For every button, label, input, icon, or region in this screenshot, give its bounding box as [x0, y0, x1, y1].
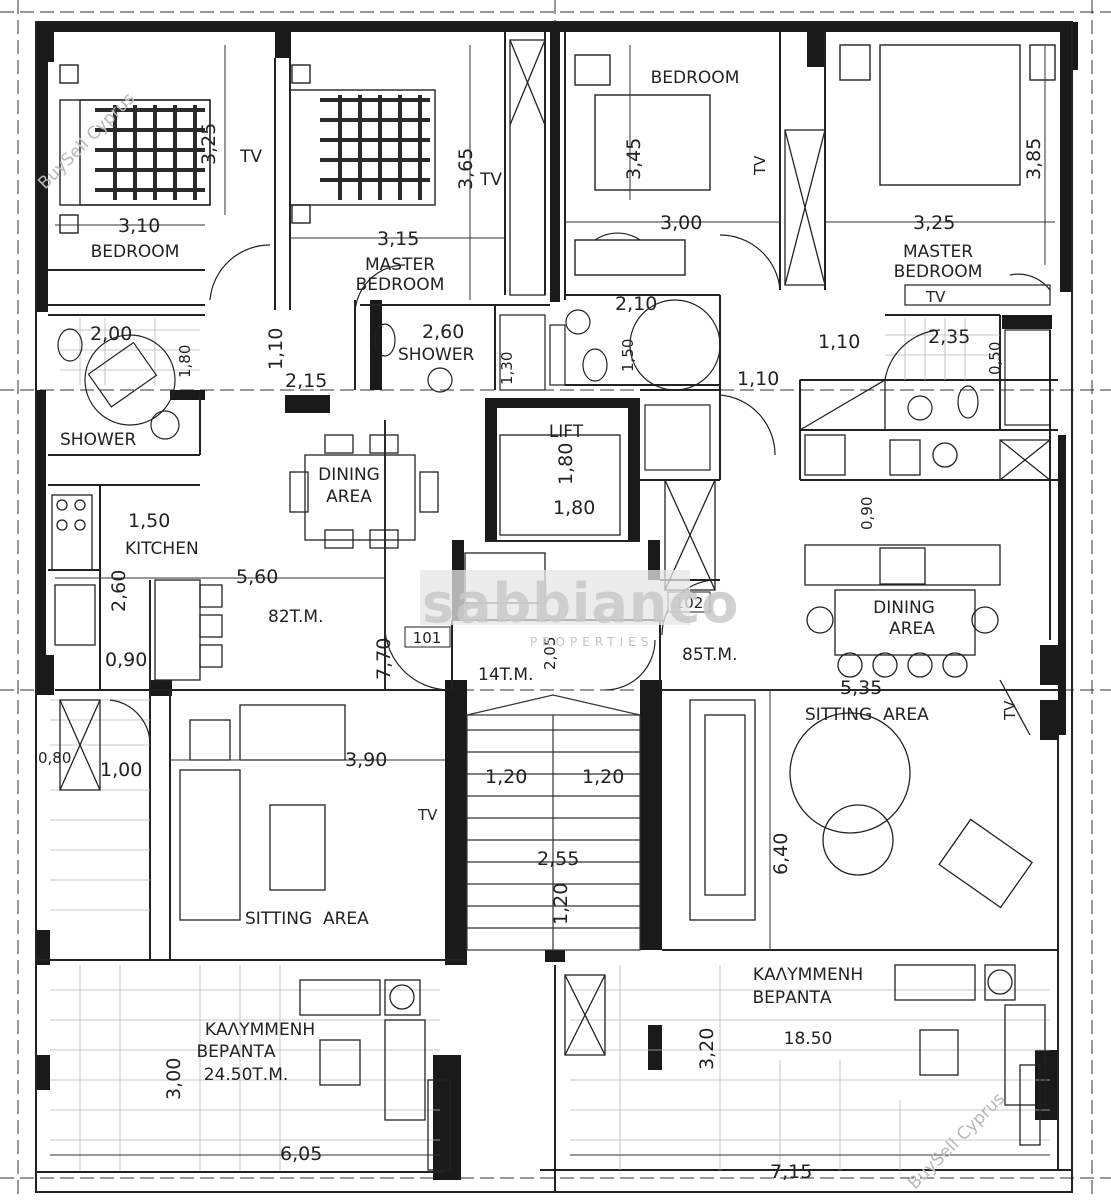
dim-5-60: 5,60: [236, 566, 278, 588]
dim-0-90-kitchen: 0,90: [105, 649, 147, 671]
area-apt-right: 85T.M.: [682, 645, 737, 665]
dim-1-10-hall: 1,10: [265, 328, 287, 370]
dim-3-10: 3,10: [118, 215, 160, 237]
label-veranda-left-1: ΚΑΛΥΜΜΕΝΗ: [205, 1020, 315, 1040]
dim-3-25-right: 3,25: [913, 212, 955, 234]
dim-2-10: 2,10: [615, 293, 657, 315]
label-veranda-left-2: ΒΕΡΑΝΤΑ: [196, 1042, 275, 1062]
label-shower-left: SHOWER: [60, 430, 137, 450]
staircase: [466, 694, 641, 951]
label-veranda-right-3: 18.50: [784, 1029, 833, 1049]
dimension-lines: [50, 45, 1055, 1156]
dim-3-20: 3,20: [696, 1028, 718, 1070]
label-shower-mid: SHOWER: [398, 345, 475, 365]
label-sitting-left: SITTING AREA: [245, 909, 369, 929]
brand-watermark: sabbianco: [422, 572, 739, 635]
beds: [59, 44, 1056, 276]
dim-2-60-shower: 2,60: [422, 321, 464, 343]
label-bedroom-left: BEDROOM: [91, 242, 180, 262]
dim-0-80: 0,80: [38, 749, 71, 767]
label-master-right-1: MASTER: [903, 242, 973, 262]
furniture: [51, 434, 1046, 1171]
dim-3-90: 3,90: [345, 749, 387, 771]
dim-1-80-lift-v: 1,80: [555, 443, 577, 485]
label-dining-right-1: DINING: [873, 598, 935, 618]
label-master-right-2: BEDROOM: [894, 262, 983, 282]
dim-1-10-lift: 1,10: [737, 368, 779, 390]
tv-label-f: TV: [1001, 700, 1019, 721]
label-lift: LIFT: [549, 422, 584, 442]
dim-2-55: 2,55: [537, 848, 579, 870]
label-veranda-right-2: ΒΕΡΑΝΤΑ: [752, 988, 831, 1008]
dim-3-15: 3,15: [377, 228, 419, 250]
dim-7-15: 7,15: [770, 1161, 812, 1183]
dim-2-00: 2,00: [90, 323, 132, 345]
label-dining-left-2: AREA: [326, 487, 372, 507]
dim-2-35: 2,35: [928, 326, 970, 348]
dim-3-85: 3,85: [1023, 138, 1045, 180]
dim-1-20-right: 1,20: [582, 766, 624, 788]
dim-1-20-left: 1,20: [485, 766, 527, 788]
walls: [36, 22, 1078, 1180]
dim-1-20-stair: 1,20: [550, 883, 572, 925]
tv-label-e: TV: [751, 155, 769, 176]
label-master-left-2: BEDROOM: [356, 275, 445, 295]
label-sitting-right: SITTING AREA: [805, 705, 929, 725]
label-veranda-left-3: 24.50Τ.Μ.: [204, 1065, 289, 1085]
watermarks: sabbianco PROPERTIES BuySell Cyprus BuyS…: [34, 89, 1009, 1194]
area-common: 14T.M.: [478, 665, 533, 685]
dim-1-00: 1,00: [100, 759, 142, 781]
tv-label-c: TV: [417, 806, 438, 824]
dim-3-45: 3,45: [623, 138, 645, 180]
dim-3-65: 3,65: [455, 148, 477, 190]
buysell-watermark-left: BuySell Cyprus: [34, 89, 139, 194]
dimension-labels: 3,25 3,10 3,65 3,15 3,45 3,00 3,85 3,25 …: [38, 123, 1045, 1183]
bath-fixtures: [57, 284, 1051, 471]
dim-1-80-shower: 1,80: [176, 345, 194, 378]
tv-labels: TV TV TV TV TV TV: [239, 147, 1019, 824]
dim-1-10-right: 1,10: [818, 331, 860, 353]
dim-6-05: 6,05: [280, 1143, 322, 1165]
dim-7-70: 7,70: [373, 638, 395, 680]
dim-3-25-left: 3,25: [198, 123, 220, 165]
dim-2-60-kitchen: 2,60: [108, 570, 130, 612]
dim-6-40: 6,40: [770, 833, 792, 875]
dim-1-50-kitchen: 1,50: [128, 510, 170, 532]
dim-1-30: 1,30: [498, 352, 516, 385]
label-master-left-1: MASTER: [365, 255, 435, 275]
dim-1-80-lift-h: 1,80: [553, 497, 595, 519]
label-bedroom-right: BEDROOM: [651, 68, 740, 88]
dim-2-05: 2,05: [541, 637, 559, 670]
tv-label-b: TV: [479, 170, 502, 190]
area-apt-left: 82T.M.: [268, 607, 323, 627]
tv-label-d: TV: [925, 288, 946, 306]
dim-5-35: 5,35: [840, 677, 882, 699]
label-kitchen: KITCHEN: [125, 539, 199, 559]
brand-subtitle: PROPERTIES: [530, 635, 653, 649]
room-labels: BEDROOM MASTER BEDROOM BEDROOM MASTER BE…: [60, 68, 982, 1085]
tv-label-a: TV: [239, 147, 262, 167]
dim-0-50: 0,50: [986, 342, 1004, 375]
label-veranda-right-1: ΚΑΛΥΜΜΕΝΗ: [753, 965, 863, 985]
dim-0-90-right: 0,90: [858, 497, 876, 530]
unit-101-box: [404, 626, 451, 648]
label-dining-right-2: AREA: [889, 619, 935, 639]
dim-3-00-veranda: 3,00: [163, 1058, 185, 1100]
dim-1-50-bath: 1,50: [619, 339, 637, 372]
dim-3-00: 3,00: [660, 212, 702, 234]
unit-101: 101: [413, 629, 442, 647]
dim-2-15: 2,15: [285, 370, 327, 392]
brand-band: [420, 570, 690, 625]
label-dining-left-1: DINING: [318, 465, 380, 485]
